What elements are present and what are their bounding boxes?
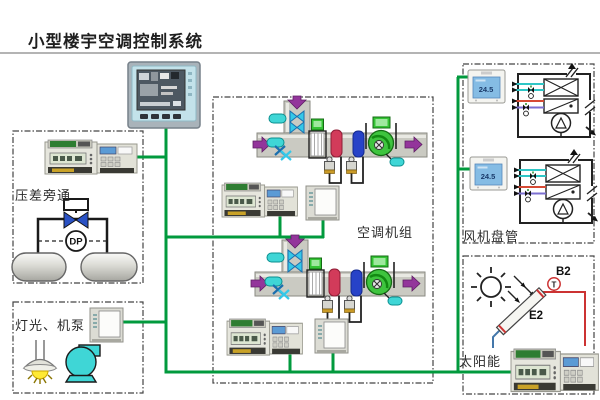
bus-trunk-and-bottom	[164, 124, 512, 374]
solar-hot-pipe	[541, 291, 586, 346]
io-module-ahu-bottom	[314, 318, 349, 354]
solar-collector-tag: E2	[529, 310, 543, 322]
label-fan-coil: 风机盘管	[463, 229, 520, 244]
fan-coil-schematic-2	[513, 148, 599, 224]
lamp-icon	[22, 340, 58, 384]
bypass-valve-icon	[63, 211, 89, 229]
temp-sensor-symbol: T	[552, 281, 557, 290]
box-solar	[462, 255, 595, 395]
page-title: 小型楼宇空调控制系统	[28, 33, 203, 51]
controller-pressure-bypass	[44, 139, 138, 175]
solar-sensor-tag: B2	[556, 266, 571, 278]
solar-collector-icon	[495, 286, 547, 336]
io-module-lighting	[89, 307, 124, 343]
label-lighting-pumps: 灯光、机泵	[15, 318, 86, 333]
io-module-ahu-top	[305, 185, 340, 221]
pressure-bypass-schematic	[11, 198, 138, 282]
solar-schematic	[471, 267, 586, 348]
ahu-diagram-top	[253, 96, 427, 183]
pump-icon	[64, 344, 101, 383]
title-divider	[0, 52, 600, 54]
solar-cold-pipe	[492, 329, 501, 348]
label-solar: 太阳能	[459, 354, 502, 369]
box-lighting-pumps	[12, 301, 144, 394]
temp-sensor-icon	[547, 277, 561, 291]
controller-ahu-top	[221, 182, 298, 218]
tank-left	[11, 252, 67, 282]
hmi-function-keys[interactable]	[140, 114, 181, 119]
sun-icon	[471, 267, 511, 307]
label-pressure-bypass: 压差旁通	[15, 188, 72, 203]
comm-bus-network	[122, 75, 512, 374]
controller-solar	[510, 348, 600, 393]
dp-sensor-icon	[65, 230, 87, 252]
label-ahu: 空调机组	[357, 225, 414, 240]
thermostat-1-reading: 24.5	[479, 85, 494, 94]
box-pressure-bypass	[12, 130, 144, 284]
box-fan-coil	[462, 63, 595, 244]
thermostat-2-reading: 24.5	[481, 172, 496, 181]
tank-right	[80, 252, 138, 282]
fan-coil-schematic-1	[511, 62, 597, 138]
ahu-diagram-bottom	[251, 235, 425, 322]
controller-ahu-bottom	[226, 318, 303, 356]
hmi-touch-panel	[127, 61, 201, 129]
dp-tag: DP	[69, 237, 83, 248]
